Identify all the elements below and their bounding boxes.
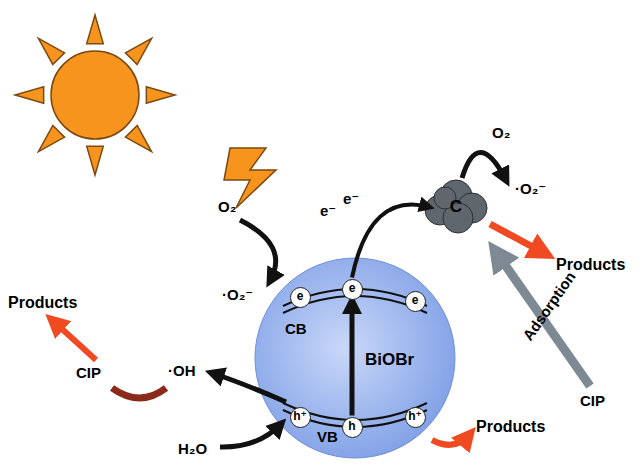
- biobr-sphere: [255, 258, 455, 458]
- sun-ray: [146, 87, 175, 104]
- carrier-symbol: e: [412, 294, 419, 308]
- sun-ray: [87, 146, 104, 175]
- product-label: Products: [8, 294, 77, 312]
- carrier-symbol: e: [297, 290, 304, 304]
- reaction-arrow: [240, 220, 276, 281]
- sun: [51, 51, 139, 139]
- species-label: ·O₂⁻: [222, 286, 253, 303]
- product-label: Products: [476, 418, 545, 436]
- band-label: CB: [285, 320, 307, 337]
- species-label: O₂: [218, 198, 236, 215]
- sun-ray: [125, 38, 151, 64]
- reaction-arrow: [462, 152, 506, 180]
- sun-rays: [15, 15, 175, 175]
- carbon-label: C: [450, 197, 462, 217]
- species-label: H₂O: [178, 440, 207, 457]
- charge-carrier: e: [405, 291, 426, 312]
- degradation-arrow: [432, 434, 470, 445]
- species-label: O₂: [492, 124, 510, 141]
- photocatalyst-sphere: CB BiOBrVB e e e h⁺ h h⁺: [255, 258, 455, 458]
- charge-carrier: e: [342, 279, 363, 300]
- sun-ray: [15, 87, 44, 104]
- charge-carrier: h⁺: [405, 407, 426, 428]
- degradation-arrow: [52, 320, 96, 360]
- carrier-symbol: h: [348, 420, 355, 434]
- species-label: ·O₂⁻: [515, 180, 546, 197]
- electron-transfer-arrow: [352, 205, 429, 278]
- sun-ray: [38, 38, 64, 64]
- charge-carrier: e: [290, 287, 311, 308]
- oxidation-curve: [112, 388, 166, 398]
- product-label: Adsorption: [519, 268, 579, 343]
- charge-carrier: h: [342, 417, 363, 438]
- degradation-arrow: [490, 224, 546, 254]
- carrier-symbol: h⁺: [408, 410, 422, 424]
- species-label: e⁻: [320, 202, 336, 219]
- sun-ray: [125, 125, 151, 151]
- electron-transfer-arrow: [350, 302, 355, 416]
- carrier-symbol: e: [349, 282, 356, 296]
- species-label: e⁻: [343, 190, 359, 207]
- carbon-cloud: [425, 180, 487, 233]
- species-label: ·OH: [168, 362, 196, 379]
- species-label: CIP: [76, 364, 101, 381]
- sun-ray: [38, 125, 64, 151]
- species-label: CIP: [580, 392, 605, 409]
- reaction-arrow: [220, 424, 281, 447]
- carbon-node: C: [427, 184, 485, 230]
- reaction-arrow: [212, 373, 286, 402]
- carrier-symbol: h⁺: [293, 410, 307, 424]
- material-label: BiOBr: [365, 350, 414, 370]
- charge-carrier: h⁺: [290, 407, 311, 428]
- sun-ray: [87, 15, 104, 44]
- band-label: VB: [317, 428, 338, 445]
